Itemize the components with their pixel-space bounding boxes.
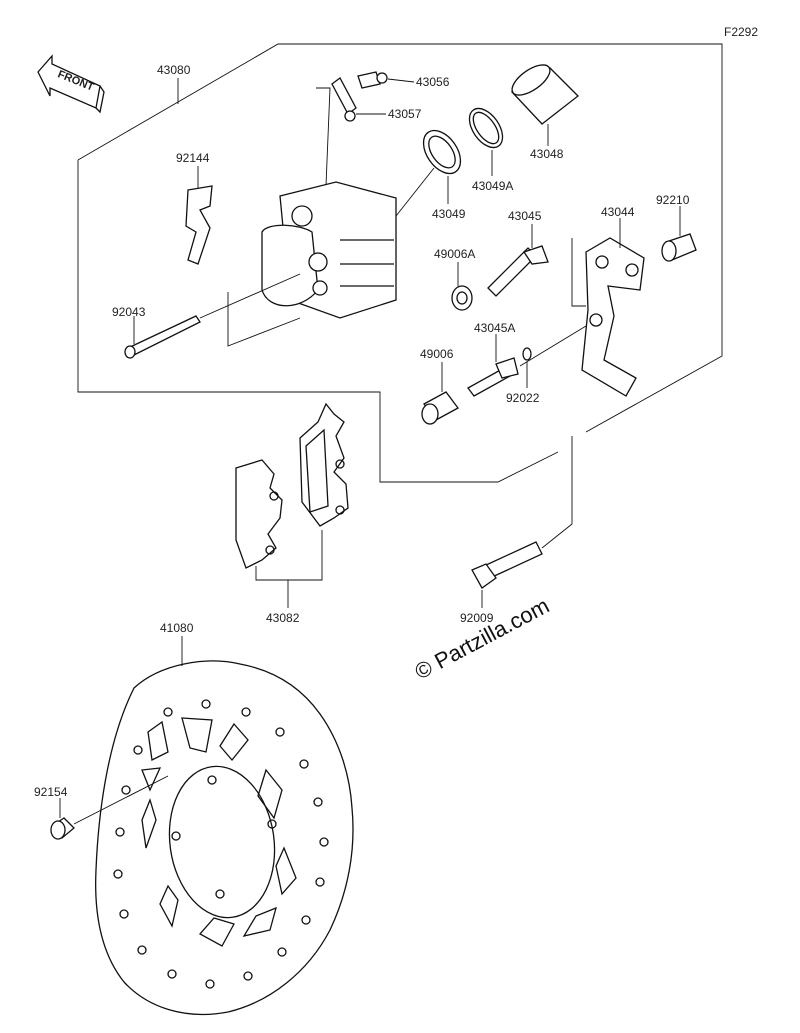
leader-pin-a-to-bracket: [519, 325, 587, 367]
figure-code: F2292: [724, 25, 758, 39]
circlip: [522, 347, 532, 361]
label-49006: 49006: [420, 347, 454, 361]
label-43045: 43045: [508, 209, 542, 223]
piston-seal-a: [468, 107, 504, 149]
brake-pad-left: [235, 459, 283, 569]
label-92022: 92022: [506, 391, 540, 405]
leader-seal-to-caliper: [395, 167, 435, 217]
caliper-assembly-outline: [77, 43, 723, 433]
leader-pin-to-caliper: [199, 273, 301, 319]
pad-spring: [185, 185, 213, 265]
label-43082: 43082: [266, 611, 300, 625]
bleeder-cap: [331, 77, 357, 122]
slide-pin: [487, 245, 549, 297]
piston-seal: [422, 129, 462, 175]
dust-boot: [421, 391, 459, 425]
leader-43056: [387, 78, 415, 83]
label-92154: 92154: [34, 785, 68, 799]
label-43044: 43044: [601, 205, 635, 219]
caliper-bracket: [581, 237, 645, 397]
leader-bolt-to-bracket: [541, 436, 573, 549]
label-43045A: 43045A: [474, 321, 515, 335]
pad-pin: [124, 315, 201, 359]
piston: [510, 64, 579, 125]
label-49006A: 49006A: [434, 247, 475, 261]
slide-pin-a: [467, 357, 519, 397]
bleeder-valve: [357, 71, 388, 89]
leader-caliper-bracket: [227, 292, 301, 347]
label-92144: 92144: [176, 151, 210, 165]
front-arrow-icon: FRONT: [37, 54, 105, 114]
bracket-bushing: [661, 233, 697, 262]
caliper-assembly-outline-bottom: [77, 160, 559, 483]
label-43080: 43080: [157, 63, 191, 77]
brake-disc: [95, 660, 354, 1016]
label-43048: 43048: [530, 147, 564, 161]
label-43049A: 43049A: [472, 179, 513, 193]
caliper-body: [261, 181, 397, 319]
label-92210: 92210: [656, 193, 690, 207]
label-92043: 92043: [112, 305, 146, 319]
label-41080: 41080: [160, 621, 194, 635]
disc-bolt: [50, 817, 75, 840]
brake-pad-right: [299, 402, 349, 527]
dust-boot-a: [451, 285, 473, 311]
leader-43082-bracket: [255, 530, 323, 581]
label-43049: 43049: [432, 207, 466, 221]
leader-pin-to-bracket: [571, 238, 586, 307]
leader-bolt-to-disc: [73, 775, 169, 825]
label-43057: 43057: [388, 107, 422, 121]
label-43056: 43056: [416, 75, 450, 89]
bracket-bolt: [471, 541, 543, 589]
label-92009: 92009: [460, 611, 494, 625]
